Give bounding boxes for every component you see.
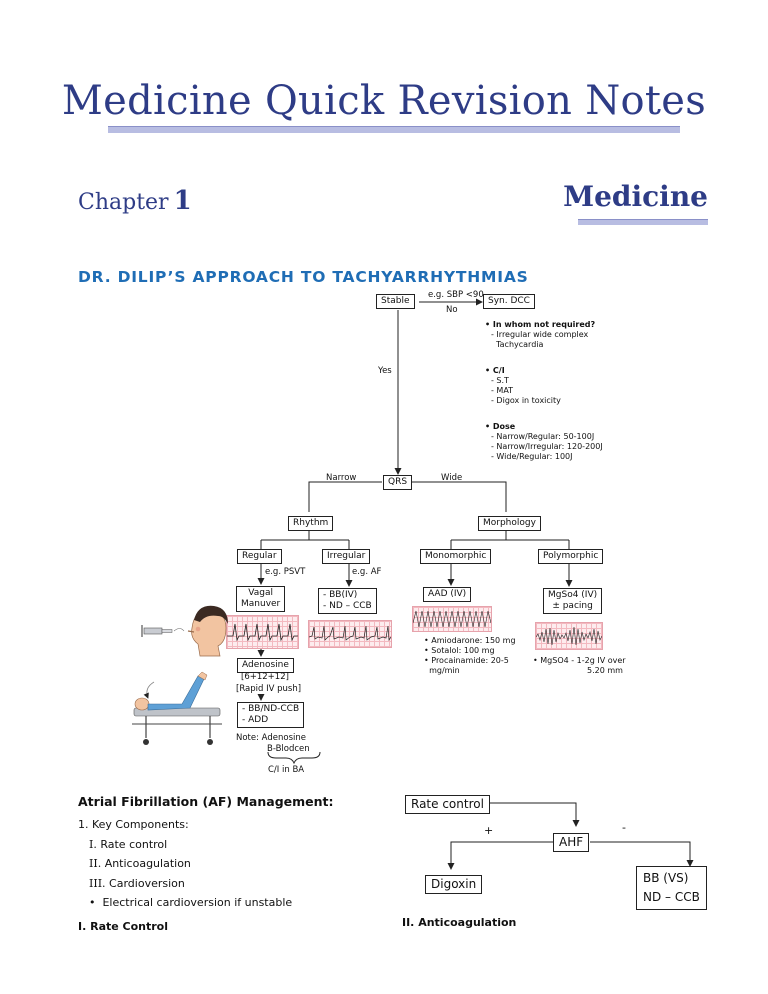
title-underline: [108, 126, 680, 133]
stable-box: Stable: [376, 294, 415, 309]
eg-af-label: e.g. AF: [352, 567, 382, 577]
bb-iv-line: - BB(IV): [323, 590, 358, 600]
dose-item: - Narrow/Irregular: 120-200J: [491, 442, 603, 451]
bb-vs-line: BB (VS): [643, 871, 689, 885]
rate-control-box: Rate control: [405, 795, 490, 814]
af-section-title: Atrial Fibrillation (AF) Management:: [78, 794, 334, 809]
page-title: Medicine Quick Revision Notes: [61, 78, 707, 124]
adenosine-dose: [6+12+12]: [241, 672, 289, 682]
component-item: III. Cardioversion: [78, 874, 292, 894]
nd-ccb-line: ND – CCB: [643, 890, 700, 904]
component-item: II. Anticoagulation: [78, 854, 292, 874]
wide-label: Wide: [441, 473, 463, 483]
chapter-name: Medicine: [563, 180, 708, 213]
ecg-strip-polymorphic: [535, 622, 603, 650]
note-line: B-Blodcen: [267, 744, 310, 754]
mgso4-box: MgSo4 (IV) ± pacing: [543, 588, 603, 614]
dose-heading: • Dose: [485, 422, 516, 431]
ecg-strip-af: [308, 620, 392, 648]
component-number: III.: [89, 876, 106, 890]
component-number: II.: [89, 857, 102, 870]
component-text: Cardioversion: [109, 876, 185, 890]
aad-iv-box: AAD (IV): [423, 587, 472, 602]
component-text: Rate control: [100, 837, 168, 851]
mgso4-note: • MgSO4 - 1-2g IV over 5.20 mm: [533, 656, 626, 676]
bb-iv-box: - BB(IV) - ND – CCB: [318, 588, 377, 614]
anticoagulation-heading: II. Anticoagulation: [402, 916, 517, 929]
aad-note: • Procainamide: 20-5: [424, 656, 509, 665]
dcc-notes: • In whom not required? - Irregular wide…: [485, 320, 603, 462]
ecg-strip-psvt: [226, 615, 299, 649]
qrs-box: QRS: [383, 475, 413, 490]
bb-add-box: - BB/ND-CCB - ADD: [237, 702, 305, 728]
aad-note: • Amiodarone: 150 mg: [424, 636, 516, 645]
bb-ccb-box: BB (VS) ND – CCB: [636, 866, 707, 910]
ci-item: - MAT: [491, 386, 514, 395]
syn-dcc-box: Syn. DCC: [483, 294, 535, 309]
section-title: DR. DILIP’S APPROACH TO TACHYARRHYTHMIAS: [78, 268, 529, 286]
regular-box: Regular: [237, 549, 282, 564]
mgso4-line: MgSo4 (IV): [548, 590, 598, 600]
vagal-manuver-box: Vagal Manuver: [236, 586, 286, 612]
chapter-label: Chapter 1: [78, 186, 192, 216]
ci-heading: • C/I: [485, 366, 505, 375]
rate-control-heading: I. Rate Control: [78, 920, 169, 933]
narrow-label: Narrow: [326, 473, 357, 483]
ahf-box: AHF: [553, 833, 590, 852]
minus-label: -: [622, 821, 626, 834]
monomorphic-box: Monomorphic: [420, 549, 492, 564]
sbp-label: e.g. SBP <90: [428, 290, 484, 300]
vagal-manoeuvre-illustration: [141, 605, 228, 657]
rhythm-box: Rhythm: [288, 516, 334, 531]
mgso4-note-line: 5.20 mm: [587, 666, 623, 675]
irregular-box: Irregular: [322, 549, 371, 564]
vagal-line: Vagal: [248, 588, 273, 598]
key-components-heading: 1. Key Components:: [78, 818, 189, 831]
vagal-line: Manuver: [241, 599, 281, 609]
aad-note: mg/min: [424, 666, 460, 675]
not-required-item: Tachycardia: [491, 340, 544, 349]
ci-item: - Digox in toxicity: [491, 396, 561, 405]
leg-raise-illustration: [132, 671, 222, 745]
plus-label: +: [484, 824, 494, 837]
mgso4-note-line: • MgSO4 - 1-2g IV over: [533, 656, 626, 665]
cardioversion-bullet: • Electrical cardioversion if unstable: [89, 896, 293, 909]
chapter-number: 1: [173, 186, 192, 216]
not-required-heading: • In whom not required?: [485, 320, 596, 329]
component-number: I.: [89, 837, 97, 851]
chapter-word: Chapter: [78, 190, 169, 215]
mgso4-line: ± pacing: [552, 601, 593, 611]
component-item: I. Rate control: [78, 835, 292, 855]
chapter-underline: [578, 219, 708, 225]
ci-item: - S.T: [491, 376, 509, 385]
rapid-iv-label: [Rapid IV push]: [236, 684, 302, 694]
no-label: No: [446, 305, 458, 315]
digoxin-box: Digoxin: [425, 875, 483, 894]
bb-add-line: - ADD: [242, 715, 269, 725]
dose-item: - Narrow/Regular: 50-100J: [491, 432, 595, 441]
dose-item: - Wide/Regular: 100J: [491, 452, 573, 461]
note-line: Note: Adenosine: [236, 733, 306, 743]
ci-in-ba-label: C/I in BA: [268, 765, 305, 775]
ecg-strip-monomorphic: [412, 606, 492, 632]
adenosine-box: Adenosine: [237, 658, 294, 673]
aad-note: • Sotalol: 100 mg: [424, 646, 495, 655]
af-key-components: 1. Key Components: I. Rate control II. A…: [78, 815, 292, 913]
morphology-box: Morphology: [478, 516, 541, 531]
bb-add-line: - BB/ND-CCB: [242, 704, 300, 714]
component-text: Anticoagulation: [104, 857, 191, 870]
bb-iv-line: - ND – CCB: [323, 601, 372, 611]
adenosine-note: Note: Adenosine B-Blodcen: [236, 733, 310, 755]
not-required-item: - Irregular wide complex: [491, 330, 589, 339]
polymorphic-box: Polymorphic: [538, 549, 604, 564]
yes-label: Yes: [378, 366, 392, 376]
eg-psvt-label: e.g. PSVT: [265, 567, 306, 577]
aad-notes: • Amiodarone: 150 mg • Sotalol: 100 mg •…: [424, 636, 516, 676]
